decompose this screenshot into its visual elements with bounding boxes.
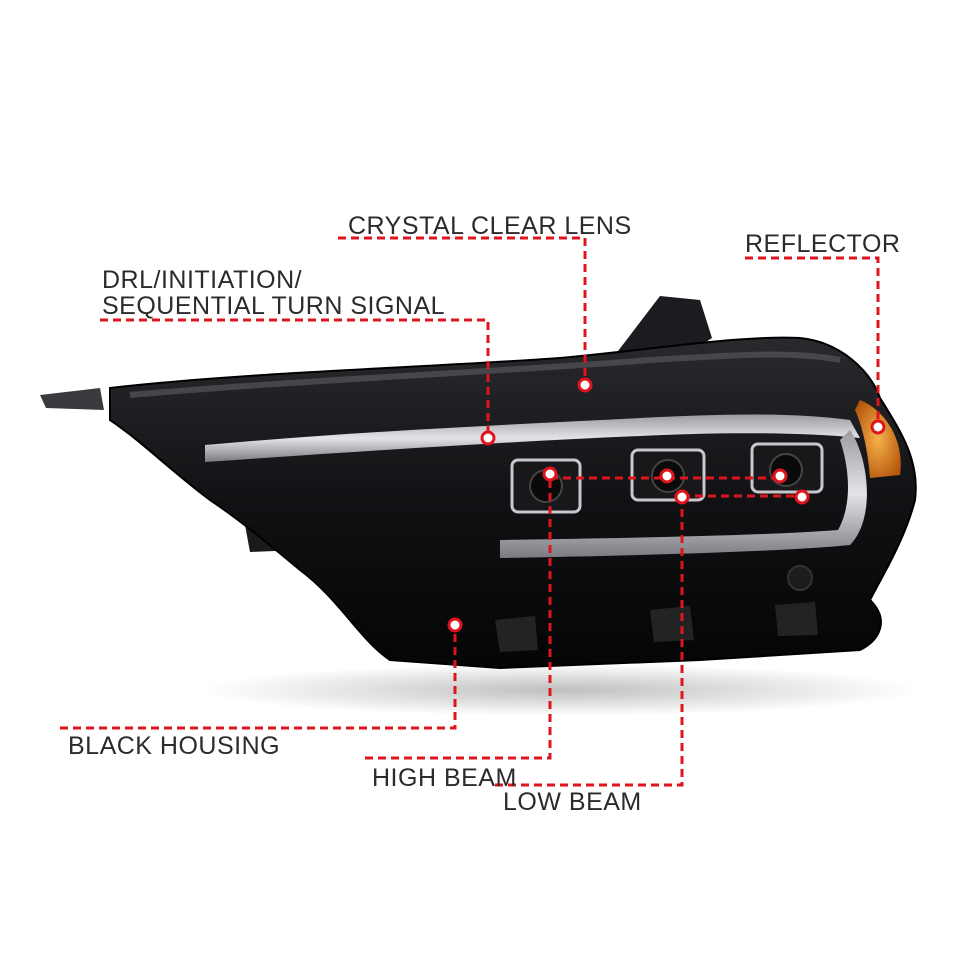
marker-drl [480, 430, 496, 446]
label-high-beam: HIGH BEAM [372, 764, 517, 792]
label-drl-line1: DRL/INITIATION/ [102, 266, 303, 294]
callout-markers [447, 377, 886, 633]
leader-crystal-clear-lens [338, 236, 587, 382]
housing-vent-2 [650, 606, 694, 642]
label-reflector: REFLECTOR [745, 230, 901, 258]
left-mount-tab [40, 388, 104, 410]
projector-right [750, 442, 824, 494]
marker-low-beam-center [674, 489, 690, 505]
leader-high-beam [365, 474, 552, 760]
amber-reflector [855, 400, 901, 478]
label-black-housing: BLACK HOUSING [68, 732, 281, 760]
drl-light-bar [205, 414, 860, 462]
leader-black-housing [60, 627, 457, 730]
marker-high-beam-center [659, 468, 675, 484]
lens-highlight [129, 351, 841, 398]
marker-crystal-clear-lens [577, 377, 593, 393]
marker-low-beam-right [794, 489, 810, 505]
marker-high-beam-left [542, 466, 558, 482]
adjuster-knob [787, 565, 813, 591]
marker-black-housing [447, 617, 463, 633]
marker-high-beam-right [772, 468, 788, 484]
leader-reflector [745, 256, 880, 425]
label-low-beam: LOW BEAM [503, 788, 642, 816]
leader-lines [60, 236, 880, 787]
label-drl-line2: SEQUENTIAL TURN SIGNAL [102, 292, 446, 320]
floor-shadow [200, 664, 920, 716]
leader-low-beam [495, 496, 684, 787]
top-mount-bracket [615, 296, 712, 355]
housing-vent-1 [495, 616, 538, 652]
marker-reflector [870, 419, 886, 435]
housing-vent-3 [775, 602, 818, 636]
label-crystal-clear-lens: CRYSTAL CLEAR LENS [348, 212, 632, 240]
drl-lower-bar [500, 430, 867, 558]
